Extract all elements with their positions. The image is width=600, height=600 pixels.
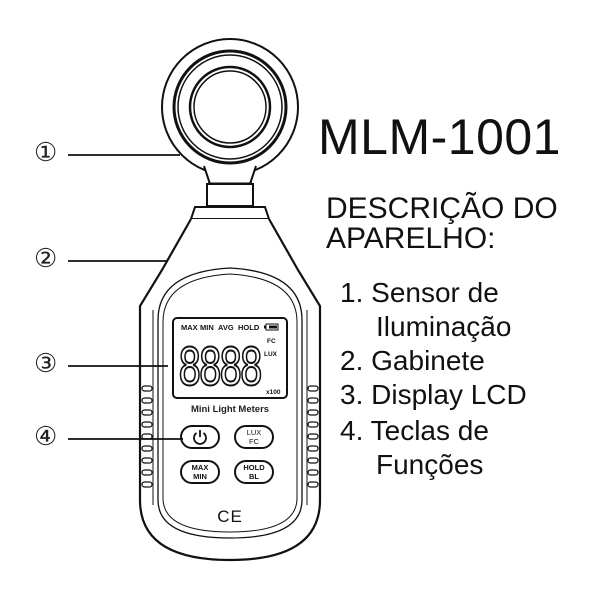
hold-bl-label-top: HOLD xyxy=(243,463,265,472)
lux-fc-label-top: LUX xyxy=(247,428,262,437)
lcd-indicator-hold: HOLD xyxy=(238,323,260,332)
grip-slots-left xyxy=(141,385,153,488)
list-item-number: 4. xyxy=(340,415,364,446)
hold-bl-label-bottom: BL xyxy=(249,472,259,481)
list-item-text: Gabinete xyxy=(371,345,485,376)
max-min-label-top: MAX xyxy=(192,463,209,472)
grip-slots-right xyxy=(307,385,319,488)
list-item-text: Sensor de xyxy=(371,277,499,308)
lux-fc-button[interactable]: LUX FC xyxy=(234,425,274,449)
lcd-unit-lux: LUX xyxy=(264,351,278,358)
list-item-text: Teclas de xyxy=(370,415,489,446)
lcd-digits: 8888 xyxy=(178,338,261,398)
description-heading: DESCRIÇÃO DO APARELHO: xyxy=(326,194,558,254)
power-icon xyxy=(193,430,207,445)
lcd-indicator-max: MAX xyxy=(181,323,198,332)
lcd-display: MAX MIN AVG HOLD 8888 FC LUX x100 xyxy=(172,317,288,399)
lcd-multiplier: x100 xyxy=(266,389,281,396)
sensor xyxy=(161,38,299,220)
model-title: MLM-1001 xyxy=(318,109,561,165)
max-min-label-bottom: MIN xyxy=(193,472,207,481)
list-item-number: 2. xyxy=(340,345,364,376)
list-item-number: 1. xyxy=(340,277,364,308)
callout-2: ② xyxy=(34,244,58,274)
max-min-button[interactable]: MAX MIN xyxy=(180,460,220,484)
callout-1: ① xyxy=(34,138,58,168)
ce-mark: CE xyxy=(217,507,243,526)
lcd-indicator-avg: AVG xyxy=(218,323,234,332)
power-button[interactable] xyxy=(180,425,220,449)
callout-3: ③ xyxy=(34,349,58,379)
lux-fc-label-bottom: FC xyxy=(249,437,260,446)
list-item-text-cont: Iluminação xyxy=(376,311,512,342)
list-item-2: 2. Gabinete xyxy=(340,344,485,378)
function-keys: LUX FC MAX MIN HOLD BL xyxy=(180,425,274,484)
hold-bl-button[interactable]: HOLD BL xyxy=(234,460,274,484)
lcd-indicator-min: MIN xyxy=(200,323,214,332)
callout-4: ④ xyxy=(34,422,58,452)
list-item-number: 3. xyxy=(340,379,364,410)
lcd-unit-fc: FC xyxy=(267,338,276,345)
list-item-3: 3. Display LCD xyxy=(340,378,527,412)
battery-icon xyxy=(264,323,279,331)
description-heading-line1: DESCRIÇÃO DO xyxy=(326,192,558,225)
list-item-4: 4. Teclas de Funções xyxy=(340,414,489,482)
list-item-1: 1. Sensor de Iluminação xyxy=(340,276,511,344)
list-item-text-cont: Funções xyxy=(376,449,484,480)
list-item-text: Display LCD xyxy=(371,379,527,410)
model-label: Mini Light Meters xyxy=(191,404,269,415)
description-heading-line2: APARELHO: xyxy=(326,222,496,255)
